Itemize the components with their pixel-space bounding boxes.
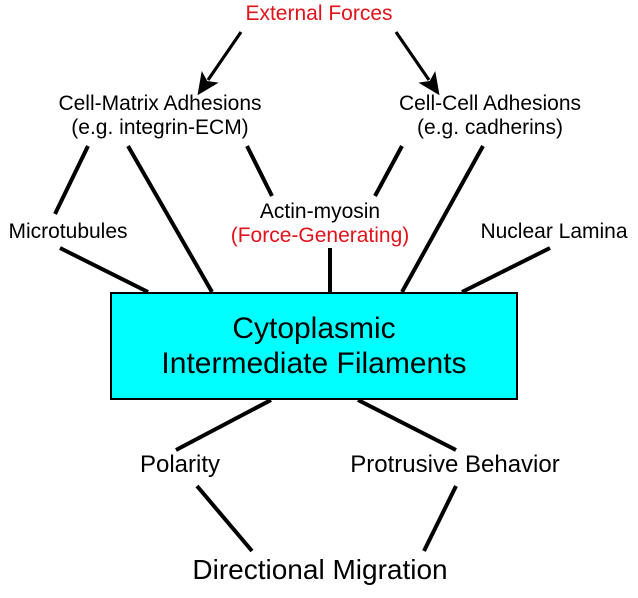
node-cell-cell-adhesions: Cell-Cell Adhesions (e.g. cadherins) <box>355 92 625 139</box>
node-directional-migration: Directional Migration <box>130 554 510 585</box>
node-protrusive-behavior-label: Protrusive Behavior <box>350 451 560 478</box>
edge-cell-cell-to-actin-myosin <box>373 145 404 197</box>
node-external-forces-label: External Forces <box>245 2 393 25</box>
node-cell-matrix-adhesions-line2: (e.g. integrin-ECM) <box>71 115 249 139</box>
node-microtubules-label: Microtubules <box>8 220 128 243</box>
node-cell-cell-adhesions-line1: Cell-Cell Adhesions <box>398 92 582 115</box>
node-directional-migration-label: Directional Migration <box>192 554 448 585</box>
node-cytoplasmic-intermediate-filaments-line2: Intermediate Filaments <box>161 347 467 380</box>
node-actin-myosin-line2: (Force-Generating) <box>230 223 410 247</box>
edge-cell-matrix-to-actin-myosin <box>245 145 274 197</box>
edge-cif-to-protrusive-behavior <box>357 398 457 452</box>
node-actin-myosin-line1: Actin-myosin <box>259 200 381 223</box>
edge-external-forces-to-cell-cell <box>394 31 440 96</box>
node-cell-cell-adhesions-line2: (e.g. cadherins) <box>417 115 563 139</box>
edge-cif-to-polarity <box>175 398 272 452</box>
edge-protrusive-behavior-to-directional-migration <box>422 485 458 552</box>
node-microtubules: Microtubules <box>0 220 138 244</box>
node-external-forces: External Forces <box>0 2 638 26</box>
edge-external-forces-to-cell-matrix <box>197 31 243 96</box>
edge-cell-matrix-to-cif <box>126 145 214 293</box>
edge-cell-cell-to-cif <box>400 145 485 293</box>
node-polarity: Polarity <box>95 451 265 479</box>
node-protrusive-behavior: Protrusive Behavior <box>315 451 595 479</box>
edge-microtubules-to-cif <box>59 246 149 294</box>
edge-nuclear-lamina-to-cif <box>461 246 551 294</box>
node-nuclear-lamina: Nuclear Lamina <box>470 220 638 244</box>
node-polarity-label: Polarity <box>139 451 221 478</box>
node-cell-matrix-adhesions: Cell-Matrix Adhesions (e.g. integrin-ECM… <box>20 92 300 139</box>
node-actin-myosin: Actin-myosin (Force-Generating) <box>215 200 425 247</box>
node-cell-matrix-adhesions-line1: Cell-Matrix Adhesions <box>58 92 262 115</box>
edge-cell-matrix-to-microtubules <box>53 145 90 215</box>
node-cytoplasmic-intermediate-filaments-line1: Cytoplasmic <box>232 311 396 345</box>
node-cytoplasmic-intermediate-filaments: Cytoplasmic Intermediate Filaments <box>110 292 518 400</box>
edge-polarity-to-directional-migration <box>195 484 254 553</box>
node-nuclear-lamina-label: Nuclear Lamina <box>480 220 628 243</box>
